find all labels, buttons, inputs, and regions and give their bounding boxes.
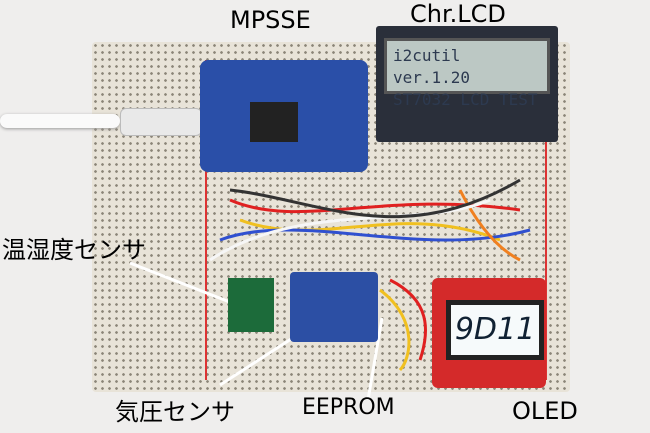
usb-c-connector bbox=[120, 108, 202, 136]
label-chr-lcd: Chr.LCD bbox=[410, 0, 506, 28]
power-rail bbox=[205, 60, 207, 380]
lcd-screen: i2cutil ver.1.20 ST7032 LCD TEST bbox=[384, 38, 550, 109]
label-oled: OLED bbox=[512, 397, 578, 425]
label-mpsse: MPSSE bbox=[230, 6, 311, 34]
lcd-line-1: i2cutil ver.1.20 bbox=[393, 46, 471, 87]
label-eeprom: EEPROM bbox=[302, 395, 395, 420]
pressure-sensor-board bbox=[290, 272, 378, 342]
usb-cable bbox=[0, 114, 120, 128]
label-pressure-sensor: 気圧センサ bbox=[115, 398, 235, 426]
power-rail bbox=[545, 60, 547, 380]
ft232h-chip bbox=[250, 102, 298, 142]
lcd-line-2: ST7032 LCD TEST bbox=[393, 90, 538, 109]
label-temp-humidity-sensor: 温湿度センサ bbox=[2, 236, 146, 264]
oled-screen: 9D11 bbox=[446, 300, 544, 360]
temp-humidity-sensor-board bbox=[228, 278, 274, 332]
